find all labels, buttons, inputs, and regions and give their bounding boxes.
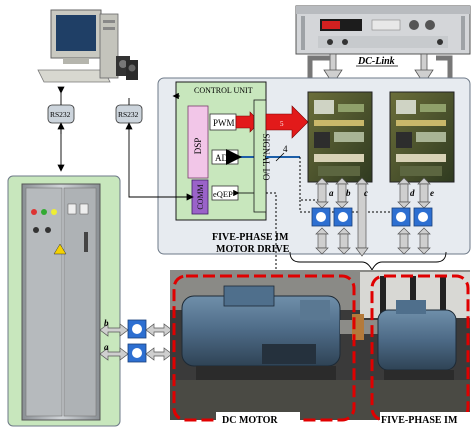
bus-count-adc: 4 (283, 144, 288, 154)
sensor-label-d: d (410, 188, 415, 198)
cabinet-label-a: a (104, 342, 109, 352)
dc-link-label: DC-Link (357, 56, 395, 67)
sensor-label-a: a (329, 188, 334, 198)
motor-test-bench (170, 270, 470, 420)
phase-arrow-d (397, 177, 411, 209)
dsp-block (187, 105, 209, 179)
phase-arrows-lower (315, 227, 431, 255)
sensor-label-e: e (430, 188, 434, 198)
phase-arrow-e (417, 177, 431, 209)
sensor-bus-dashed (299, 157, 394, 213)
electrical-cabinet (21, 183, 101, 421)
phase-arrow-a (315, 177, 329, 209)
five-phase-im-label: FIVE-PHASE IM (381, 415, 458, 426)
induction-motor-body (377, 309, 457, 371)
bus-count-pwm: 5 (280, 120, 284, 128)
comm-label: COMM (196, 184, 205, 209)
dc-motor-label: DC MOTOR (222, 415, 278, 426)
phase-arrow-b (335, 177, 349, 209)
cabinet-sensor-connections (99, 319, 173, 363)
control-unit-label: CONTROL UNIT (194, 86, 253, 95)
inverter-board-2 (389, 91, 455, 183)
rs232-label-right: RS232 (118, 110, 139, 119)
inverter-board-1 (307, 91, 373, 183)
phase-arrows (315, 177, 431, 257)
sensor-label-c: c (364, 188, 368, 198)
rs232-label-left: RS232 (50, 110, 71, 119)
pwm-label: PWM (213, 118, 235, 128)
gate-signal-arrow (265, 105, 309, 139)
phase-arrow-c (355, 177, 369, 257)
drive-title-line2: MOTOR DRIVE (216, 244, 290, 255)
drive-title-line1: FIVE-PHASE IM (212, 232, 289, 243)
current-sensors (311, 207, 433, 227)
phase-bracket (289, 251, 447, 272)
computer-icon (37, 9, 138, 83)
adc-label: ADC (215, 153, 234, 163)
cabinet-label-b: b (104, 318, 109, 328)
eqep-label: eQEP (213, 189, 233, 199)
dsp-label: DSP (193, 138, 203, 155)
dc-power-supply (295, 5, 471, 55)
warning-icon (53, 243, 67, 255)
sensor-label-b: b (346, 188, 351, 198)
